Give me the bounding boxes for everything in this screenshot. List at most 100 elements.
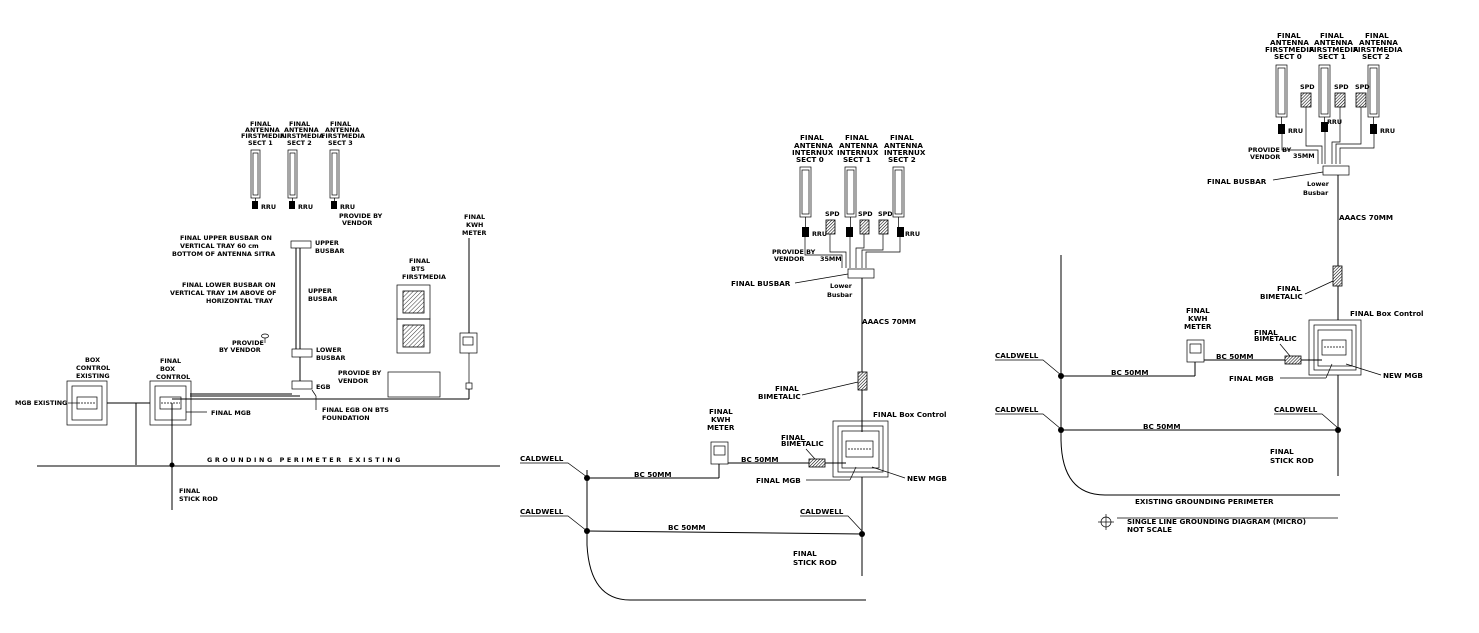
antenna-1-label: FINAL ANTENNA FIRSTMEDIA SECT 1 — [241, 120, 285, 147]
diagram-label: SECT 1 — [248, 139, 273, 147]
spd-1 — [825, 219, 836, 235]
diagram-label: INTERNUX — [837, 148, 879, 157]
diagram-label: BC 50MM — [668, 523, 706, 532]
diagram-label: BC 50MM — [1216, 352, 1254, 361]
diagram-label: LOWER — [316, 346, 342, 354]
diagram-label: FINAL MGB — [211, 409, 251, 417]
diagram-label: FINAL MGB — [756, 476, 801, 485]
diagram-label: FINAL — [775, 384, 799, 393]
diagram-label: 35MM — [1293, 152, 1315, 160]
diagram-label: FINAL EGB ON BTS — [322, 406, 389, 414]
diagram-label: SPD — [1334, 83, 1349, 91]
diagram-label: KWH — [466, 221, 483, 229]
diagram-label: ANTENNA — [1270, 38, 1309, 47]
spd-d3-1 — [1300, 92, 1312, 108]
diagram-label: ANTENNA — [284, 126, 319, 134]
diagram-label: FINAL MGB — [1229, 374, 1274, 383]
bts-cabinet — [387, 284, 441, 398]
bimetalic-d2-b — [808, 458, 826, 468]
antenna-d2-2 — [844, 166, 857, 237]
lower-busbar-d3 — [1322, 165, 1350, 176]
antenna-2: RRU — [287, 149, 313, 211]
diagram-label: BUSBAR — [308, 295, 337, 303]
diagram-label: NEW MGB — [907, 474, 947, 483]
spd-d3-3 — [1355, 92, 1367, 108]
diagram-label: CALDWELL — [995, 351, 1039, 360]
diagram-label: KWH — [1188, 314, 1208, 323]
diagram-label: VENDOR — [1250, 153, 1280, 161]
diagram-label: INTERNUX — [884, 148, 926, 157]
diagram-label: BC 50MM — [1111, 368, 1149, 377]
diagram-label: VENDOR — [774, 255, 804, 263]
kwh-meter-icon — [459, 332, 478, 390]
antenna-d2-3-label: FINAL ANTENNA INTERNUX SECT 2 — [884, 133, 926, 164]
diagram-label: FOUNDATION — [322, 414, 370, 422]
diagram-label: RRU — [261, 203, 276, 211]
diagram-label: UPPER — [308, 287, 332, 295]
diagram-label: SECT 2 — [287, 139, 312, 147]
diagram-label: BIMETALIC — [1260, 292, 1303, 301]
diagram-label: BC 50MM — [741, 455, 779, 464]
antenna-d3-1: RRU — [1275, 64, 1303, 135]
diagram-label: FINAL — [709, 407, 733, 416]
bimetalic-d3 — [1332, 265, 1343, 287]
diagram-label: PROVIDE — [232, 339, 264, 347]
diagram-label: FINAL — [845, 133, 869, 142]
diagram-label: VERTICAL TRAY 60 cm — [180, 242, 259, 250]
diagram-label: FINAL — [179, 487, 200, 495]
diagram-label: FINAL — [1365, 31, 1389, 40]
diagram-label: CALDWELL — [800, 507, 844, 516]
diagram-label: ANTENNA — [325, 126, 360, 134]
diagram-label: HORIZONTAL TRAY — [206, 297, 273, 305]
diagram-label: SECT 0 — [1274, 52, 1302, 61]
diagram-label: SECT 0 — [796, 155, 824, 164]
antenna-1: RRU — [250, 149, 276, 211]
diagram-label: BUSBAR — [315, 247, 344, 255]
diagram-label: FIRSTMEDIA — [241, 132, 285, 140]
lower-busbar-d2 — [847, 268, 875, 279]
antenna-3: RRU — [329, 149, 355, 211]
diagram-label: AAACS 70MM — [1339, 213, 1393, 222]
spd-2 — [859, 219, 870, 235]
diagram-label: FINAL — [1277, 31, 1301, 40]
diagram-label: FINAL Box Control — [1350, 309, 1424, 318]
diagram-label: PROVIDE BY — [338, 369, 382, 377]
diagram-label: 35MM — [820, 255, 842, 263]
diagram-label: FINAL — [464, 213, 485, 221]
bimetalic-d2 — [857, 371, 868, 391]
diagram-label: RRU — [1327, 118, 1342, 126]
diagram-label: SECT 1 — [843, 155, 871, 164]
diagram-label: Lower — [830, 282, 853, 290]
diagram-label: METER — [1184, 322, 1212, 331]
diagram-label: SPD — [858, 210, 873, 218]
diagram-label: CALDWELL — [1274, 405, 1318, 414]
diagram-1: FINAL ANTENNA FIRSTMEDIA SECT 1 FINAL AN… — [15, 120, 500, 510]
antenna-d3-3: RRU — [1367, 64, 1395, 135]
diagram-label: Busbar — [1303, 189, 1329, 197]
diagram-label: RRU — [1380, 127, 1395, 135]
bimetalic-d3-b — [1284, 355, 1302, 365]
diagram-label: FINAL — [781, 433, 805, 442]
diagram-label: CONTROL — [76, 364, 110, 372]
spd-3 — [878, 219, 889, 235]
diagram-label: SECT 3 — [328, 139, 353, 147]
diagram-label: VERTICAL TRAY 1M ABOVE OF — [170, 289, 277, 297]
box-control-d2 — [832, 420, 889, 478]
diagram-label: FINAL — [1186, 306, 1210, 315]
diagram-label: SPD — [878, 210, 893, 218]
diagram-label: BOTTOM OF ANTENNA SITRA — [172, 250, 275, 258]
lamp-icon — [261, 333, 269, 343]
kwh-meter-d3 — [1186, 339, 1205, 363]
diagram-label: GROUNDING PERIMETER EXISTING — [207, 456, 403, 464]
diagram-label: CALDWELL — [520, 454, 564, 463]
diagram-label: CALDWELL — [995, 405, 1039, 414]
diagram-label: SECT 2 — [1362, 52, 1390, 61]
diagram-label: ANTENNA — [1359, 38, 1398, 47]
diagram-label: NOT SCALE — [1127, 525, 1172, 534]
diagram-label: SPD — [1300, 83, 1315, 91]
diagram-label: FINAL — [160, 357, 181, 365]
antenna-d3-3-label: FINAL ANTENNA FIRSTMEDIA SECT 2 — [1353, 31, 1403, 61]
diagram-label: CONTROL — [156, 373, 190, 381]
diagram-label: BUSBAR — [316, 354, 345, 362]
